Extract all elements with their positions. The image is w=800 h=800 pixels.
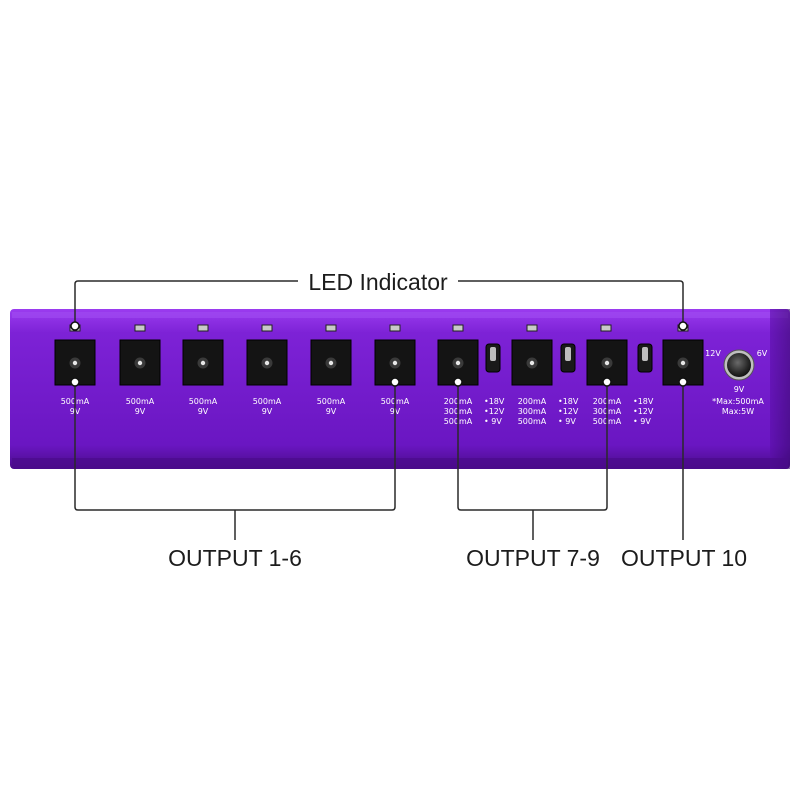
spec-max-current: *Max:500mA [712,397,764,406]
led-callout-dot [678,321,688,331]
voltage-toggle-switch[interactable] [485,343,501,373]
spec-voltage: •12V [484,407,505,416]
callout-dots [70,321,688,387]
spec-current: 500mA [253,397,282,406]
spec-voltage: 9V [262,407,273,416]
spec-voltage: 9V [135,407,146,416]
output-jack [119,339,161,386]
toggle-lever [642,347,648,361]
spec-voltage: • 9V [558,417,576,426]
spec-voltage: • 9V [633,417,651,426]
dial-knob [727,353,751,377]
jack-pin [392,360,398,366]
led-indicator [134,324,146,332]
jack-pin [72,360,78,366]
dial-label-left: 12V [705,349,721,358]
output-group-10: 12V 6V 9V *Max:500mA Max:5W [662,339,768,416]
unit-bottom-edge [12,458,788,468]
voltage-toggle-switch[interactable] [560,343,576,373]
spec-voltage: •18V [633,397,654,406]
output-jack [246,339,288,386]
spec-voltage: •18V [558,397,579,406]
unit-top-edge [12,312,788,318]
dial-label-bottom: 9V [734,385,745,394]
jack-pin [200,360,206,366]
output-jack [511,339,553,386]
jack-pin [264,360,270,366]
spec-voltage: •12V [558,407,579,416]
unit-shell [10,309,790,469]
toggle-lever [565,347,571,361]
callout-lines [74,280,684,540]
spec-voltage: • 9V [484,417,502,426]
spec-voltage: •12V [633,407,654,416]
output-callout-dot [678,377,688,387]
output-jack [310,339,352,386]
led-indicator [452,324,464,332]
led-indicator [261,324,273,332]
output-7-9-label: OUTPUT 7-9 [466,545,600,571]
output-callout-dot [453,377,463,387]
spec-current: 500mA [518,417,547,426]
output-jack [182,339,224,386]
jack-pin [137,360,143,366]
output-callout-dot [70,377,80,387]
spec-voltage: 9V [198,407,209,416]
jack-pin [455,360,461,366]
spec-current: 300mA [518,407,547,416]
led-indicator [526,324,538,332]
voltage-dial[interactable] [723,349,755,381]
led-indicator [389,324,401,332]
led-indicator [197,324,209,332]
spec-current: 500mA [189,397,218,406]
led-callout-right [458,280,684,326]
led-callout-left [74,280,298,326]
unit-side-edge [770,309,790,469]
spec-current: 500mA [317,397,346,406]
spec-voltage: 9V [326,407,337,416]
led-indicator [325,324,337,332]
output-10-label: OUTPUT 10 [621,545,747,571]
dial-label-right: 6V [757,349,768,358]
output-callout-dot [390,377,400,387]
voltage-toggle-switch[interactable] [637,343,653,373]
jack-pin [604,360,610,366]
led-indicator-label: LED Indicator [308,269,448,295]
output-group-1-6 [54,339,416,386]
spec-max-power: Max:5W [722,407,754,416]
spec-current: 200mA [518,397,547,406]
output-callout-dot [602,377,612,387]
unit-body [10,309,790,469]
led-callout-dot [70,321,80,331]
jack-pin [529,360,535,366]
toggle-lever [490,347,496,361]
jack-pin [680,360,686,366]
led-indicator [600,324,612,332]
output-1-6-label: OUTPUT 1-6 [168,545,302,571]
spec-current: 500mA [126,397,155,406]
spec-voltage: •18V [484,397,505,406]
jack-pin [328,360,334,366]
